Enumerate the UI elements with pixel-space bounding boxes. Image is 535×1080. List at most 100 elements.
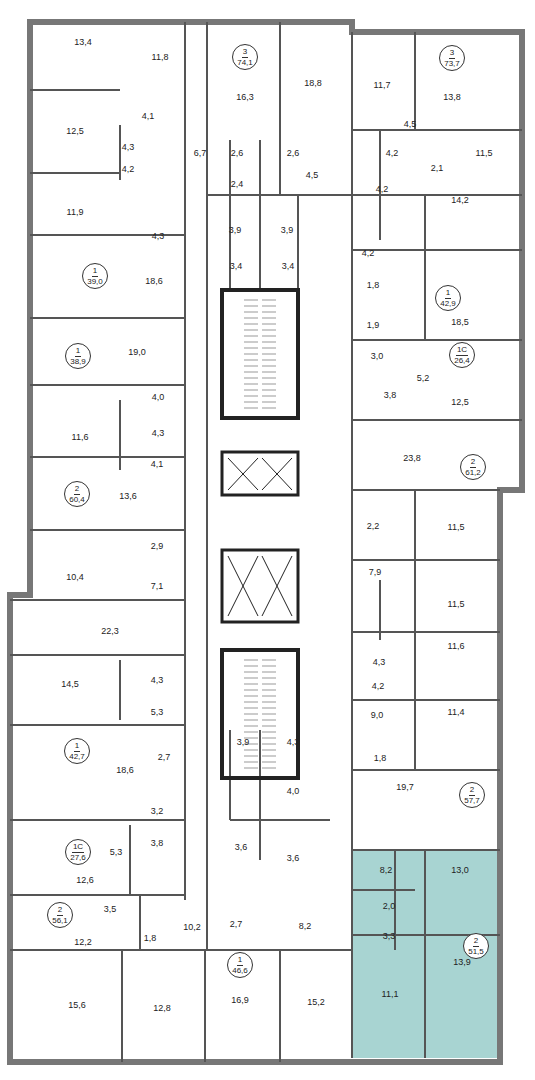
- apartment-area: 46,6: [231, 967, 249, 975]
- room-area: 7,9: [369, 568, 382, 577]
- elevators: [222, 452, 298, 622]
- room-count: 2: [469, 786, 475, 796]
- room-area: 2,6: [231, 149, 244, 158]
- room-area: 19,0: [128, 348, 146, 357]
- room-area: 16,3: [236, 93, 254, 102]
- room-area: 11,6: [72, 433, 89, 442]
- apartment-badge: 142,7: [64, 738, 90, 764]
- room-area: 2,2: [367, 522, 380, 531]
- apartment-badge: 251,5: [463, 933, 489, 959]
- room-area: 10,4: [66, 573, 84, 582]
- outer-wall: [10, 22, 522, 1062]
- apartment-area: 42,7: [68, 753, 86, 761]
- room-count: 2: [473, 937, 479, 947]
- room-area: 18,6: [145, 277, 163, 286]
- room-area: 12,2: [74, 938, 92, 947]
- room-area: 12,5: [66, 127, 84, 136]
- room-area: 3,5: [104, 905, 117, 914]
- room-area: 15,6: [68, 1001, 86, 1010]
- apartment-area: 73,7: [443, 60, 461, 68]
- stair-steps: [244, 300, 276, 768]
- room-area: 5,3: [110, 848, 123, 857]
- room-area: 2,7: [230, 920, 243, 929]
- room-count: 1С: [72, 843, 84, 853]
- room-area: 12,8: [153, 1004, 171, 1013]
- apartment-area: 51,5: [467, 948, 485, 956]
- room-area: 13,9: [453, 958, 471, 967]
- room-area: 13,4: [74, 38, 92, 47]
- room-area: 4,1: [151, 460, 164, 469]
- room-area: 11,5: [476, 149, 493, 158]
- apartment-badge: 142,9: [435, 285, 461, 311]
- room-area: 4,3: [152, 232, 165, 241]
- room-area: 3,9: [281, 226, 294, 235]
- room-count: 1: [237, 956, 243, 966]
- room-area: 11,9: [67, 208, 84, 217]
- room-area: 1,9: [367, 321, 380, 330]
- apartment-badge: 1С27,6: [65, 839, 91, 865]
- room-area: 8,2: [380, 866, 393, 875]
- room-area: 3,3: [383, 932, 396, 941]
- apartment-area: 60,4: [68, 496, 86, 504]
- room-area: 1,8: [374, 754, 387, 763]
- apartment-area: 39,0: [86, 278, 104, 286]
- room-area: 3,9: [229, 226, 242, 235]
- apartment-badge: 374,1: [232, 44, 258, 70]
- apartment-area: 26,4: [453, 357, 471, 365]
- room-area: 4,3: [373, 658, 386, 667]
- room-count: 2: [74, 485, 80, 495]
- room-area: 4,2: [376, 185, 389, 194]
- room-count: 1: [92, 267, 98, 277]
- room-area: 4,2: [386, 149, 399, 158]
- room-area: 1,8: [144, 934, 157, 943]
- room-area: 4,2: [372, 682, 385, 691]
- apartment-area: 56,1: [51, 917, 69, 925]
- apartment-area: 38,9: [69, 358, 87, 366]
- room-area: 3,0: [371, 352, 384, 361]
- stairs: [222, 290, 298, 778]
- room-area: 3,6: [287, 854, 300, 863]
- room-area: 4,1: [142, 112, 155, 121]
- room-area: 3,8: [151, 839, 164, 848]
- apartment-area: 27,6: [69, 854, 87, 862]
- room-count: 1: [74, 742, 80, 752]
- room-area: 18,6: [116, 766, 134, 775]
- room-area: 11,6: [448, 642, 465, 651]
- room-count: 3: [242, 48, 248, 58]
- room-area: 13,8: [443, 93, 461, 102]
- room-count: 1: [75, 347, 81, 357]
- room-area: 1,8: [367, 281, 380, 290]
- room-count: 3: [449, 49, 455, 59]
- room-area: 2,0: [383, 902, 396, 911]
- room-area: 2,4: [231, 180, 244, 189]
- room-area: 10,2: [183, 923, 201, 932]
- room-area: 11,8: [152, 53, 169, 62]
- room-area: 18,8: [304, 79, 322, 88]
- room-area: 12,6: [76, 876, 94, 885]
- room-area: 3,2: [151, 807, 164, 816]
- room-area: 5,2: [417, 374, 430, 383]
- room-area: 3,6: [235, 843, 248, 852]
- room-area: 19,7: [396, 783, 414, 792]
- room-area: 3,8: [384, 391, 397, 400]
- room-count: 2: [470, 458, 476, 468]
- room-area: 3,4: [282, 262, 295, 271]
- room-area: 4,2: [362, 249, 375, 258]
- room-count: 1С: [456, 346, 468, 356]
- room-area: 2,6: [287, 149, 300, 158]
- apartment-badge: 373,7: [439, 45, 465, 71]
- apartment-badge: 261,2: [460, 454, 486, 480]
- room-area: 23,8: [403, 454, 421, 463]
- room-area: 16,9: [231, 996, 249, 1005]
- room-area: 11,4: [448, 708, 465, 717]
- room-area: 8,2: [299, 922, 312, 931]
- room-area: 2,7: [158, 753, 171, 762]
- room-area: 2,9: [151, 542, 164, 551]
- room-area: 13,6: [119, 492, 137, 501]
- room-area: 11,5: [448, 523, 465, 532]
- room-area: 4,0: [287, 787, 300, 796]
- room-area: 7,1: [151, 582, 164, 591]
- room-area: 14,2: [451, 196, 469, 205]
- room-area: 4,5: [306, 171, 319, 180]
